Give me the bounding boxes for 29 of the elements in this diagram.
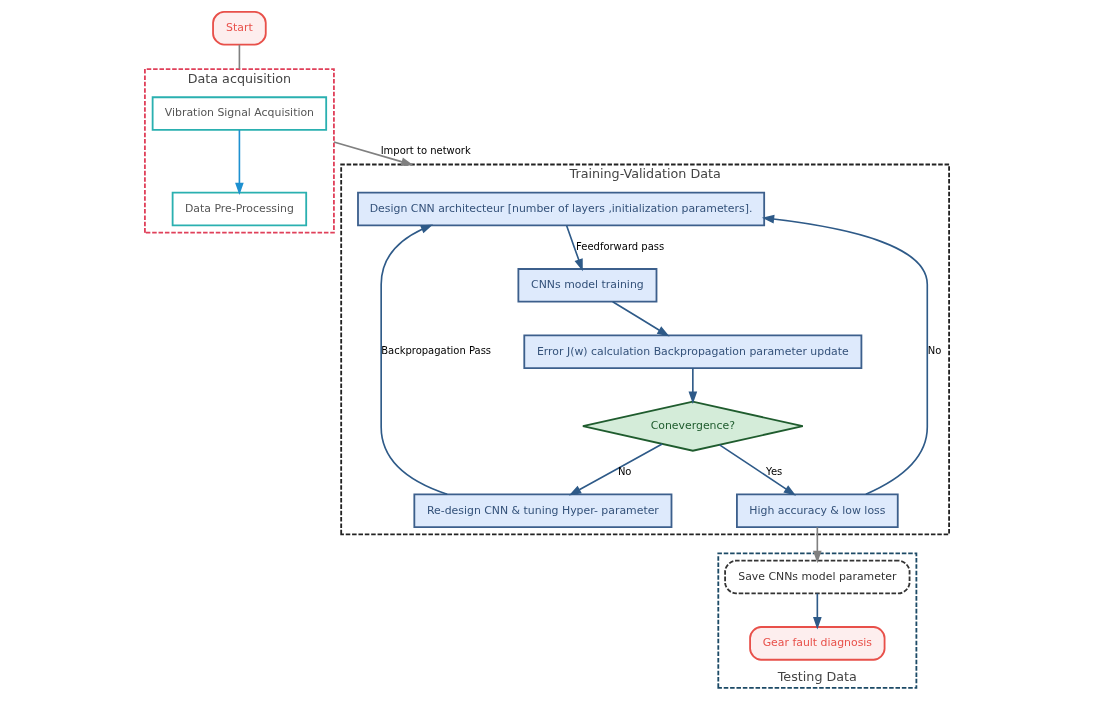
- edge-label: Import to network: [380, 145, 471, 157]
- arrow: [718, 444, 797, 496]
- edge-label: Feedforward pass: [576, 240, 665, 252]
- node-box: High accuracy & low loss: [736, 493, 899, 528]
- node-box: Data Pre-Processing: [171, 191, 308, 227]
- node-box: Save CNNs model parameter: [724, 559, 911, 595]
- arrow: [568, 443, 663, 496]
- arrow: [235, 129, 244, 196]
- node-box: Error J(w) calculation Backpropagation parameter update: [523, 334, 863, 369]
- node-diamond: Conevergence?: [582, 400, 804, 452]
- arrow: [611, 300, 670, 337]
- node-box: Gear fault diagnosis: [749, 626, 886, 661]
- connector: [238, 44, 241, 70]
- edge-label: No: [617, 466, 632, 478]
- arrow: [813, 526, 822, 564]
- arrow: [380, 224, 448, 496]
- arrow: [565, 224, 583, 272]
- arrow: [813, 592, 822, 630]
- edge-label: Yes: [766, 466, 783, 478]
- edge-label: Backpropagation Pass: [381, 345, 492, 357]
- arrow: [333, 141, 414, 166]
- node-box: Vibration Signal Acquisition: [151, 96, 328, 131]
- arrow: [761, 214, 929, 496]
- node-box: Start: [212, 10, 267, 46]
- arrow: [688, 367, 698, 404]
- edge-label: No: [927, 345, 942, 357]
- node-box: CNNs model training: [517, 268, 658, 303]
- node-box: Re-design CNN & tuning Hyper- parameter: [413, 493, 673, 528]
- node-box: Design CNN architecteur [number of layers ,initialization parameters].: [357, 191, 766, 227]
